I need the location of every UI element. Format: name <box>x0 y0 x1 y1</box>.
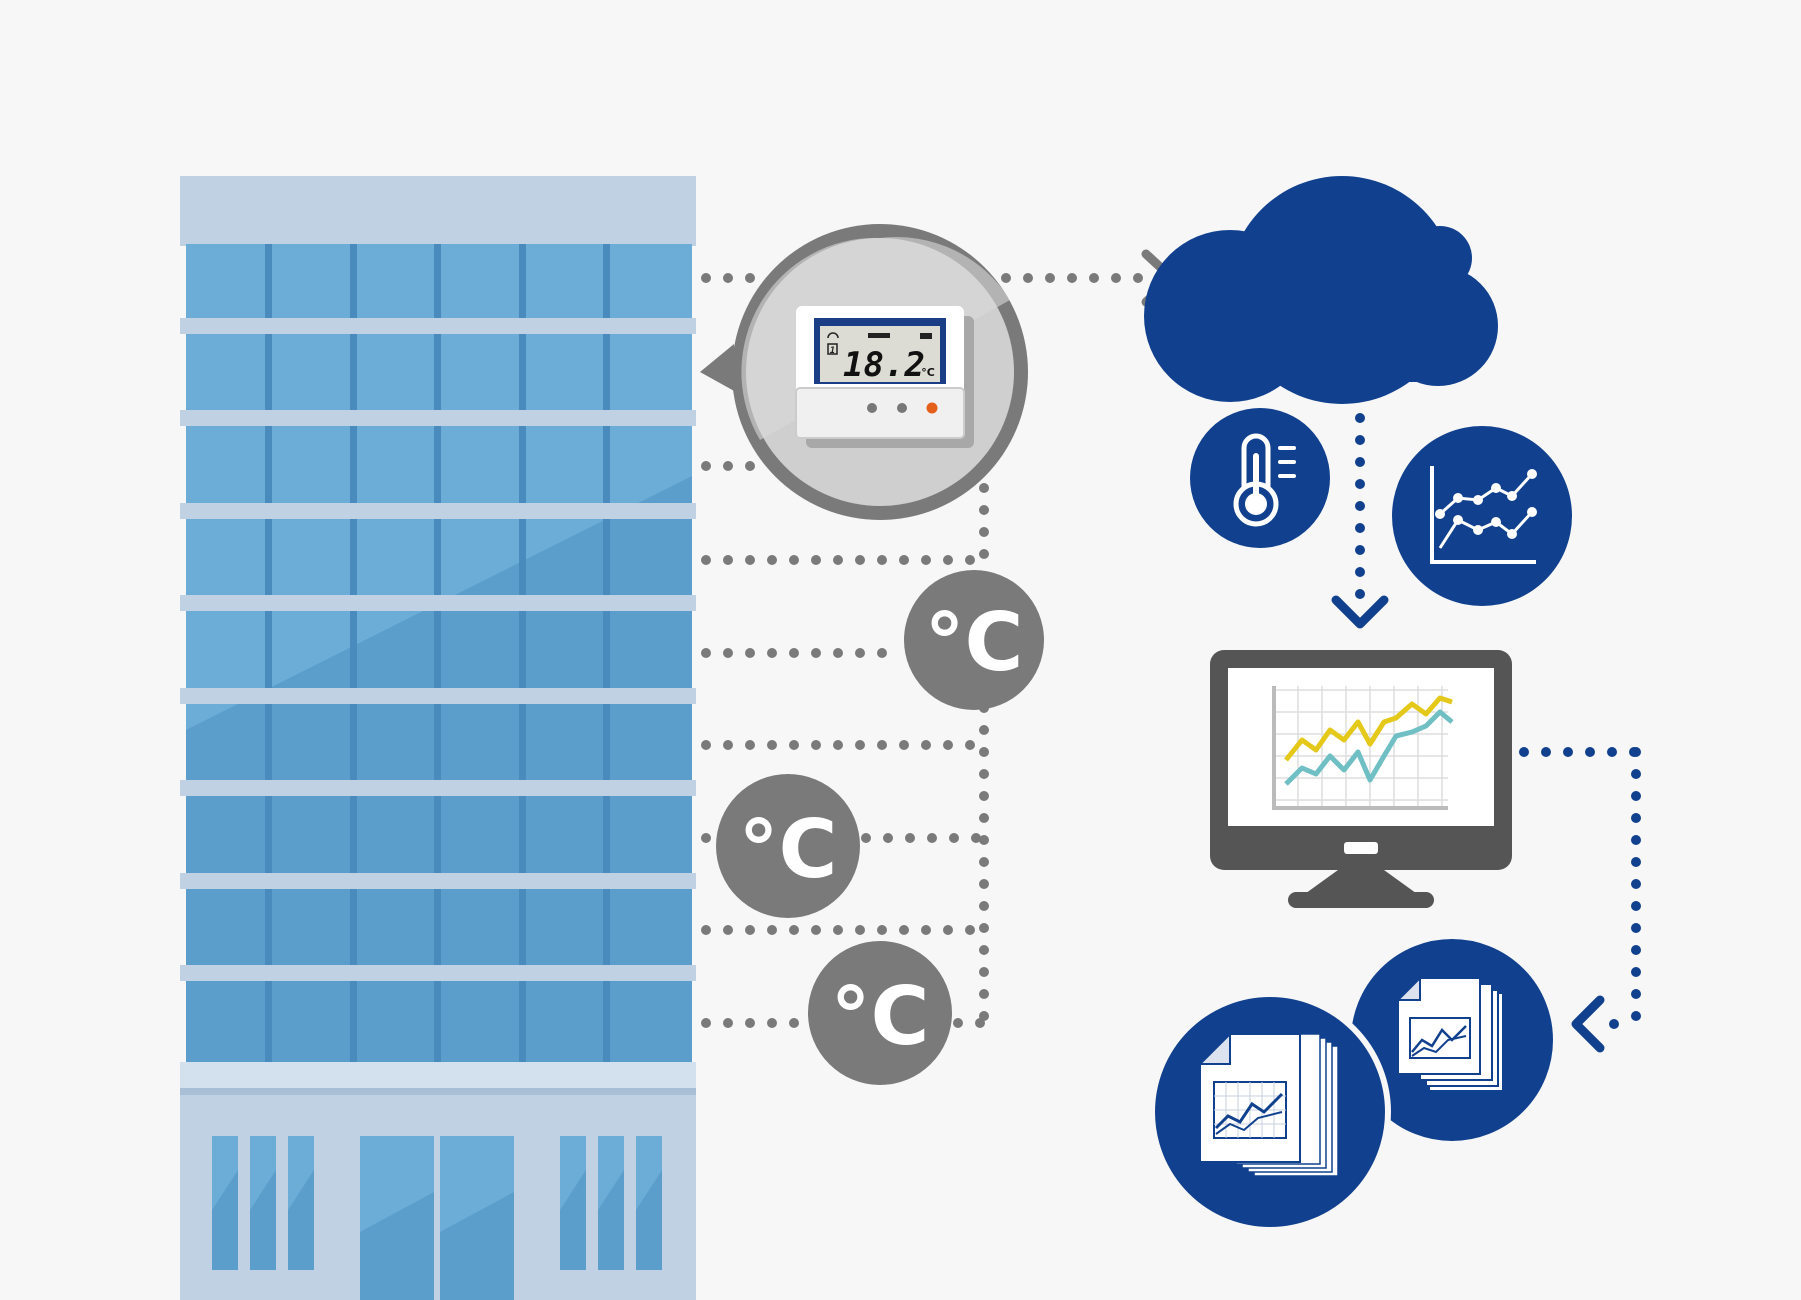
monitor-power-indicator <box>1344 842 1378 854</box>
office-building <box>180 176 696 1300</box>
device-button <box>867 403 877 413</box>
monitor-icon <box>1210 650 1512 908</box>
temperature-node: °C <box>808 941 952 1085</box>
report-documents-icon <box>1149 933 1559 1233</box>
wifi-icon <box>827 332 839 339</box>
temperature-node: °C <box>904 570 1044 710</box>
status-led <box>926 402 938 414</box>
thermometer-icon <box>1190 408 1330 548</box>
battery-icon <box>920 333 932 339</box>
sensor-connectors <box>701 273 1145 1029</box>
temperature-node-label: °C <box>831 970 930 1063</box>
monitor-screen <box>1228 668 1494 826</box>
ground-windows-left <box>212 1136 314 1270</box>
lcd-unit: °C <box>921 366 935 379</box>
arrow-to-reports-icon <box>1571 995 1605 1053</box>
entrance-doors <box>360 1136 514 1300</box>
monitor-neck <box>1302 870 1420 896</box>
data-logger-device: 1 18.2 °C <box>795 306 974 448</box>
device-button <box>897 403 907 413</box>
lcd-temperature-reading: 18.2 <box>843 345 925 385</box>
ground-floor-canopy <box>180 1062 696 1088</box>
building-roof <box>180 176 696 246</box>
temperature-node-label: °C <box>739 803 838 896</box>
monitor-base <box>1288 892 1434 908</box>
cloud-icon <box>1144 176 1498 404</box>
data-logger-callout: 1 18.2 °C <box>700 224 1028 520</box>
floor-slabs <box>180 318 696 981</box>
cloud-connectors <box>1355 391 1641 1029</box>
window-mullions <box>265 244 610 1070</box>
temperature-node: °C <box>716 774 860 918</box>
chart-axes <box>1272 686 1448 810</box>
arrow-to-monitor-icon <box>1331 595 1389 629</box>
temperature-node-label: °C <box>925 596 1024 689</box>
line-graph-icon <box>1392 426 1572 606</box>
chart-line-yellow <box>1284 695 1453 762</box>
ground-windows-right <box>560 1136 662 1270</box>
lcd-channel: 1 <box>830 346 835 356</box>
chart-line-teal <box>1284 709 1454 786</box>
